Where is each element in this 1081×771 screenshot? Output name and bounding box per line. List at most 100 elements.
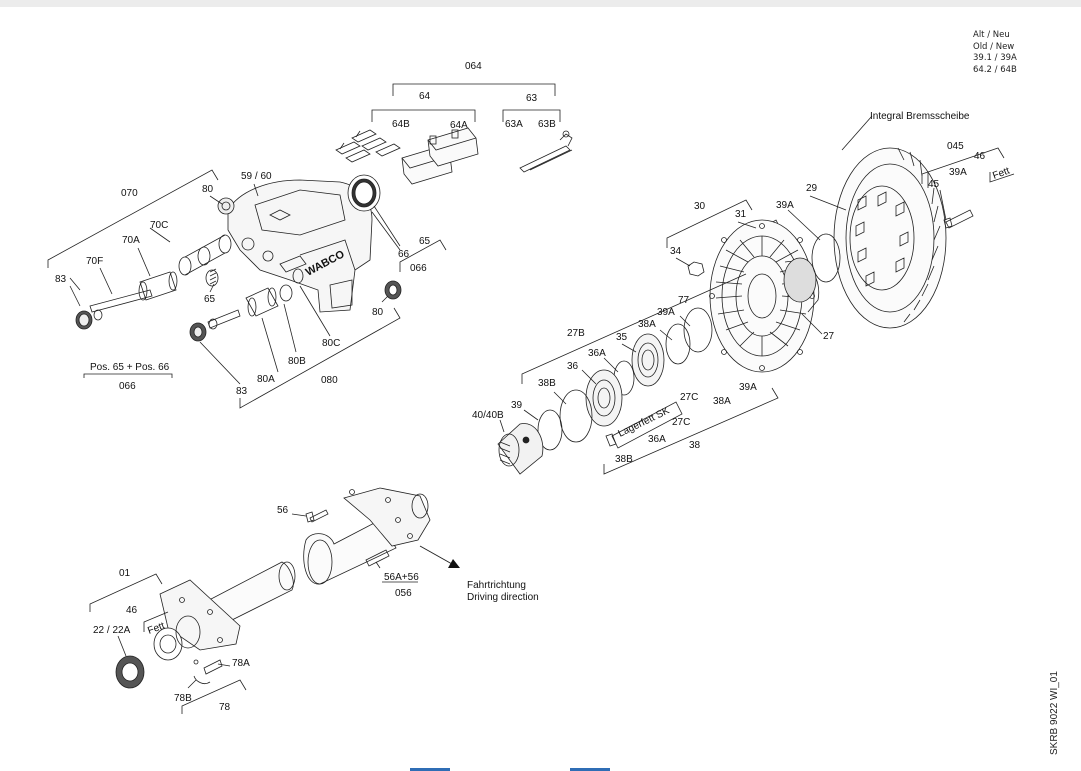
bearing-36 <box>585 369 623 427</box>
ring-77 <box>683 307 713 353</box>
label-80A: 80A <box>257 374 275 385</box>
note-line-1: Alt / Neu <box>973 30 1010 40</box>
leader-lines-bearings <box>499 315 691 433</box>
label-36: 36 <box>567 361 579 372</box>
label-064: 064 <box>465 61 482 72</box>
seal-ring-39A-hub <box>811 233 841 283</box>
stud-45 <box>943 209 974 229</box>
bracket-27B <box>521 273 747 384</box>
brake-disc-29 <box>833 147 947 329</box>
label-39A-bracket: 39A <box>739 382 757 393</box>
label-80-top: 80 <box>202 184 214 195</box>
label-46-right: 46 <box>974 151 986 162</box>
pin-78 <box>193 659 223 684</box>
bracket-fett-right <box>989 172 1015 183</box>
leader-lines-hub <box>675 115 947 335</box>
bracket-070 <box>47 169 219 291</box>
brake-pads-64A <box>401 127 479 185</box>
label-36A: 36A <box>588 348 606 359</box>
label-56: 56 <box>277 505 289 516</box>
label-70F: 70F <box>86 256 103 267</box>
label-066: 066 <box>410 263 427 274</box>
driving-direction-arrow <box>419 545 460 568</box>
revision-note: Alt / Neu Old / New 39.1 / 39A 64.2 / 64… <box>973 30 1017 76</box>
label-64B: 64B <box>392 119 410 130</box>
caliper-housing <box>217 179 373 313</box>
retaining-pins-63 <box>519 130 573 173</box>
page-tab-2[interactable] <box>570 768 610 771</box>
label-83-bottom: 83 <box>236 386 248 397</box>
label-30: 30 <box>694 201 706 212</box>
label-056: 056 <box>395 588 412 599</box>
note-line-4: 64.2 / 64B <box>973 64 1017 75</box>
bearing-35-38A <box>631 333 665 387</box>
label-22-22A: 22 / 22A <box>93 625 131 636</box>
label-31: 31 <box>735 209 747 220</box>
label-78A: 78A <box>232 658 250 669</box>
label-70A: 70A <box>122 235 140 246</box>
label-46-left: 46 <box>126 605 138 616</box>
bracket-045 <box>921 147 1005 184</box>
guide-pin-80 <box>189 268 304 342</box>
label-27C-top: 27C <box>680 392 698 403</box>
bellows-80-bottom <box>384 280 402 300</box>
label-45: 45 <box>928 179 940 190</box>
label-80B: 80B <box>288 356 306 367</box>
ring-39A-inner <box>665 323 691 365</box>
hub-cap-40 <box>497 423 544 475</box>
bracket-080 <box>199 285 401 409</box>
nut-34 <box>687 261 705 277</box>
bracket-066 <box>371 211 447 272</box>
label-63: 63 <box>526 93 538 104</box>
sleeve-70A <box>138 271 178 301</box>
page-tab-1[interactable] <box>410 768 450 771</box>
seal-22 <box>115 655 145 689</box>
top-bar <box>0 0 1081 7</box>
label-77: 77 <box>678 295 690 306</box>
label-78B: 78B <box>174 693 192 704</box>
bolt-56A <box>365 549 390 567</box>
label-fett-right: Fett <box>991 166 1011 182</box>
direction-en: Driving direction <box>467 592 539 603</box>
label-70C: 70C <box>150 220 168 231</box>
label-39A-top: 39A <box>776 200 794 211</box>
label-56A-56: 56A+56 <box>384 572 419 583</box>
rings-70C <box>178 234 232 276</box>
label-070: 070 <box>121 188 138 199</box>
label-38B-bracket: 38B <box>615 454 633 465</box>
label-35: 35 <box>616 332 628 343</box>
label-66: 66 <box>398 249 410 260</box>
label-01: 01 <box>119 568 131 579</box>
drawing-id: SKRB 9022 WI_01 <box>1049 671 1060 755</box>
guide-pin-70F <box>75 289 153 330</box>
bracket-fett-left <box>143 611 169 632</box>
label-65-spring: 65 <box>204 294 216 305</box>
label-63B: 63B <box>538 119 556 130</box>
leader-lines-axle <box>117 513 381 689</box>
label-39A-right: 39A <box>949 167 967 178</box>
pad-shims-64B <box>335 129 401 163</box>
label-27: 27 <box>823 331 835 342</box>
legend-066-formula: Pos. 65 + Pos. 66 <box>90 362 170 373</box>
direction-de: Fahrtrichtung <box>467 580 526 591</box>
ring-38B <box>559 389 593 443</box>
seal-66 <box>347 174 381 212</box>
leader-lines-caliper <box>69 183 401 307</box>
label-38A: 38A <box>638 319 656 330</box>
label-59-60: 59 / 60 <box>241 171 272 182</box>
legend-066-code: 066 <box>119 381 136 392</box>
grease-tube-lagerfett <box>605 401 683 449</box>
ring-39 <box>537 409 563 451</box>
label-38A-bracket: 38A <box>713 396 731 407</box>
label-integral-bremsscheibe: Integral Bremsscheibe <box>870 111 970 122</box>
label-27C-bracket: 27C <box>672 417 690 428</box>
label-83-top: 83 <box>55 274 67 285</box>
bracket-38 <box>603 387 779 475</box>
note-line-2: Old / New <box>973 41 1015 52</box>
bracket-064 <box>371 83 561 122</box>
label-29: 29 <box>806 183 818 194</box>
label-64A: 64A <box>450 120 468 131</box>
spring-65 <box>205 268 219 287</box>
label-40-40B: 40/40B <box>472 410 504 421</box>
bracket-30 <box>666 199 753 248</box>
